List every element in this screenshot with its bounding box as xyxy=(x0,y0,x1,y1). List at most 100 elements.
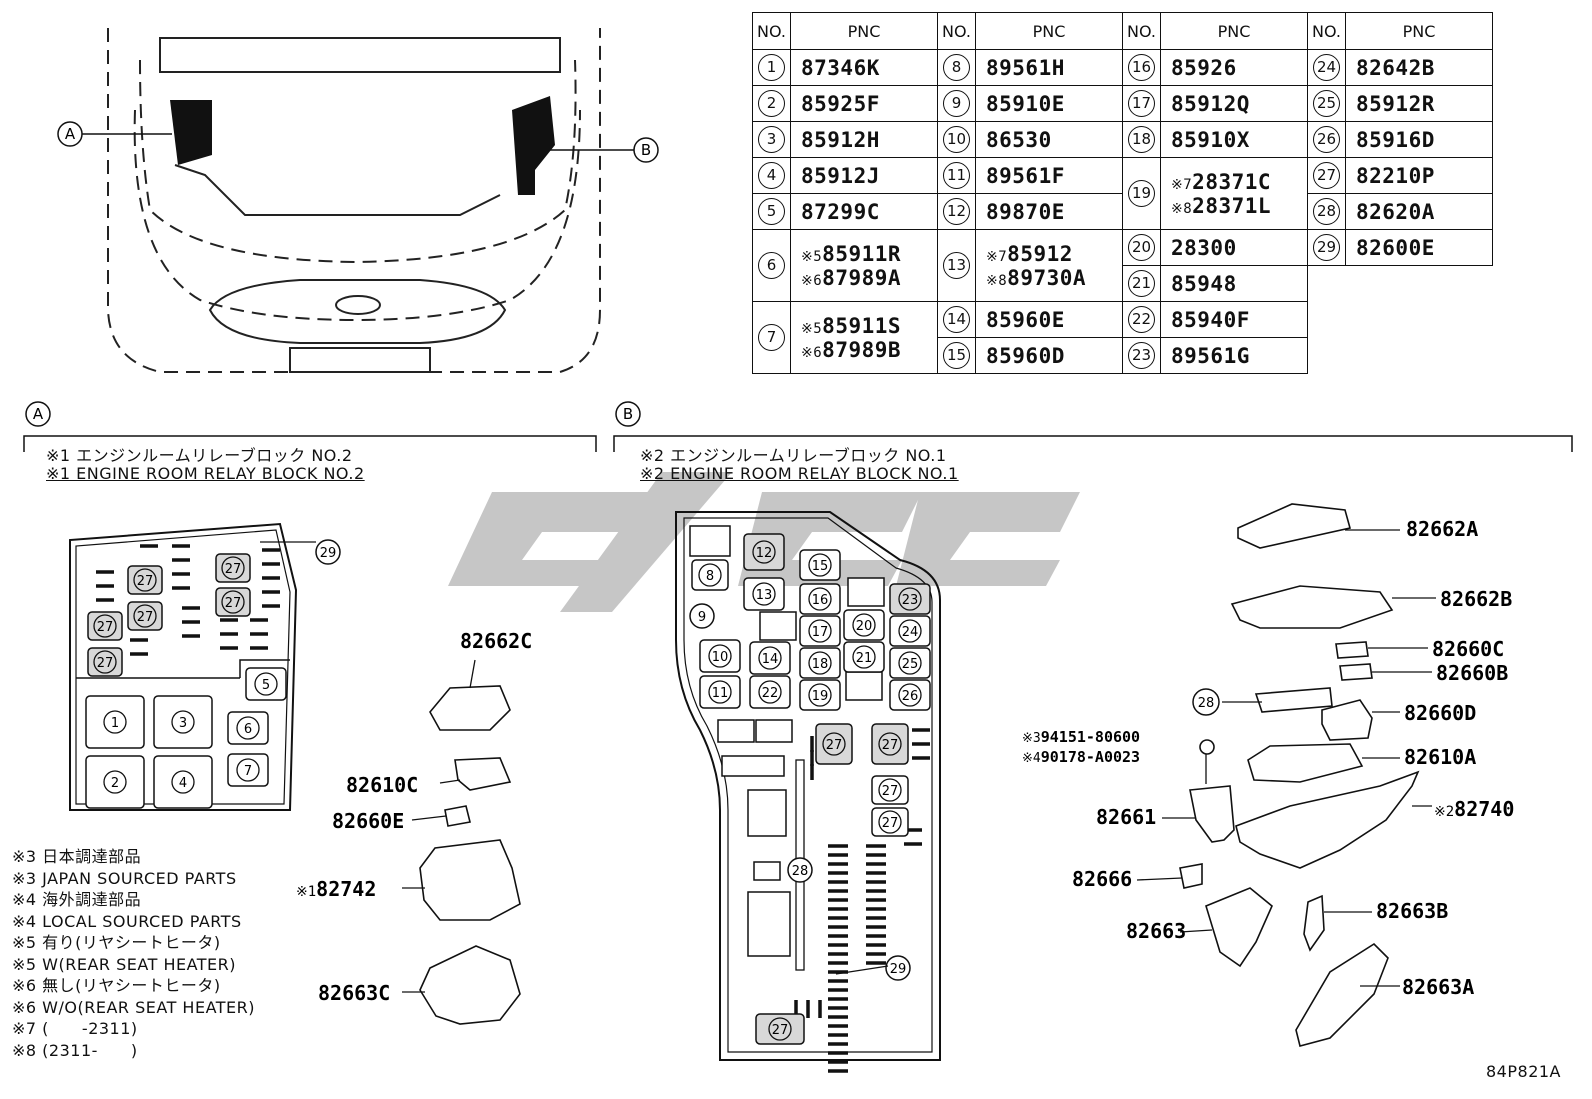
pnc-cell: ※585911S※687989B xyxy=(790,301,938,374)
relay-slot-27: 27 xyxy=(87,647,123,677)
pnc-cell: 87346K xyxy=(790,49,938,86)
relay-block-a-location xyxy=(170,100,212,165)
section-b-title-en: ※2 ENGINE ROOM RELAY BLOCK NO.1 xyxy=(640,464,959,483)
svg-text:20: 20 xyxy=(856,619,873,634)
svg-text:27: 27 xyxy=(225,562,242,577)
item-number-circle: 21 xyxy=(1128,270,1155,297)
part-label: ※394151-80600 xyxy=(1022,728,1140,746)
callout-29: 29 xyxy=(315,539,341,565)
item-number-circle: 29 xyxy=(1313,234,1340,261)
part-label: 82662B xyxy=(1440,587,1512,611)
relay-slot-27: 27 xyxy=(215,587,251,617)
item-number-circle: 25 xyxy=(1313,90,1340,117)
relay-slot-2: 2 xyxy=(85,755,145,809)
pnc-table-header: NO. PNC NO. PNC NO. PNC NO. PNC xyxy=(752,12,1493,50)
svg-text:22: 22 xyxy=(762,686,779,701)
svg-text:27: 27 xyxy=(882,738,899,753)
svg-text:10: 10 xyxy=(712,650,729,665)
pnc-cell: 85912R xyxy=(1345,85,1493,122)
relay-slot-6: 6 xyxy=(227,711,269,745)
footnote-line: ※3 JAPAN SOURCED PARTS xyxy=(12,868,237,888)
pnc-cell: ※585911R※687989A xyxy=(790,229,938,302)
svg-text:27: 27 xyxy=(137,574,154,589)
svg-text:24: 24 xyxy=(902,625,919,640)
pnc-cell: 89870E xyxy=(975,193,1123,230)
item-no-cell: 5 xyxy=(752,193,791,230)
svg-text:5: 5 xyxy=(262,678,270,693)
svg-text:16: 16 xyxy=(812,593,829,608)
relay-slot-27: 27 xyxy=(127,565,163,595)
svg-text:27: 27 xyxy=(225,596,242,611)
item-number-circle: 4 xyxy=(758,162,785,189)
svg-text:27: 27 xyxy=(826,738,843,753)
item-number-circle: 7 xyxy=(758,324,785,351)
svg-text:1: 1 xyxy=(111,716,119,731)
part-label: 82610C xyxy=(346,773,418,797)
part-82610A xyxy=(1247,743,1364,783)
svg-text:12: 12 xyxy=(756,546,773,561)
pnc-cell: ※728371C※828371L xyxy=(1160,157,1308,230)
relay-slot-3: 3 xyxy=(153,695,213,749)
svg-text:15: 15 xyxy=(812,559,829,574)
callout-b: B xyxy=(633,137,659,163)
part-label: ※182742 xyxy=(296,877,376,901)
part-82662C xyxy=(429,685,511,731)
relay-slot-14: 14 xyxy=(749,641,791,675)
part-label: 82663C xyxy=(318,981,390,1005)
item-no-cell: 13 xyxy=(937,229,976,302)
svg-text:13: 13 xyxy=(756,588,773,603)
footnotes: ※3 日本調達部品※3 JAPAN SOURCED PARTS※4 海外調達部品… xyxy=(12,846,255,1061)
relay-slot-27: 27 xyxy=(127,601,163,631)
pnc-cell: 85910E xyxy=(975,85,1123,122)
relay-slot-27: 27 xyxy=(215,553,251,583)
header-no: NO. xyxy=(1307,12,1346,50)
pnc-cell: 85960D xyxy=(975,337,1123,374)
part-label: 82666 xyxy=(1072,867,1132,891)
pnc-cell: 85912Q xyxy=(1160,85,1308,122)
pnc-cell: 85940F xyxy=(1160,301,1308,338)
svg-text:19: 19 xyxy=(812,689,829,704)
header-pnc: PNC xyxy=(1345,12,1493,50)
item-no-cell: 24 xyxy=(1307,49,1346,86)
relay-slot-27: 27 xyxy=(755,1013,805,1045)
item-number-circle: 15 xyxy=(943,342,970,369)
svg-text:4: 4 xyxy=(179,776,187,791)
relay-slot-18: 18 xyxy=(799,647,841,679)
footnote-line: ※5 有り(リヤシートヒータ) xyxy=(12,933,221,952)
part-82662B xyxy=(1230,585,1394,629)
relay-slot-15: 15 xyxy=(799,549,841,581)
item-no-cell: 29 xyxy=(1307,229,1346,266)
footnote-line: ※5 W(REAR SEAT HEATER) xyxy=(12,954,237,974)
relay-slot-25: 25 xyxy=(889,647,931,679)
item-number-circle: 10 xyxy=(943,126,970,153)
svg-text:9: 9 xyxy=(698,610,706,625)
item-no-cell: 17 xyxy=(1122,85,1161,122)
pnc-cell: 86530 xyxy=(975,121,1123,158)
relay-slot-5: 5 xyxy=(245,667,287,701)
svg-text:14: 14 xyxy=(762,652,779,667)
item-no-cell: 22 xyxy=(1122,301,1161,338)
svg-text:27: 27 xyxy=(772,1023,789,1038)
pnc-cell: 85926 xyxy=(1160,49,1308,86)
svg-text:21: 21 xyxy=(856,651,873,666)
header-no: NO. xyxy=(937,12,976,50)
item-no-cell: 12 xyxy=(937,193,976,230)
header-pnc: PNC xyxy=(975,12,1123,50)
svg-text:27: 27 xyxy=(882,784,899,799)
relay-slot-21: 21 xyxy=(843,641,885,673)
part-82660D xyxy=(1321,699,1373,741)
part-82660B xyxy=(1339,663,1373,681)
svg-text:3: 3 xyxy=(179,716,187,731)
item-no-cell: 10 xyxy=(937,121,976,158)
relay-slot-4: 4 xyxy=(153,755,213,809)
part-82660C xyxy=(1335,641,1369,659)
pnc-cell: 85910X xyxy=(1160,121,1308,158)
item-no-cell: 8 xyxy=(937,49,976,86)
svg-text:B: B xyxy=(641,141,651,159)
part-82663B xyxy=(1303,894,1325,952)
